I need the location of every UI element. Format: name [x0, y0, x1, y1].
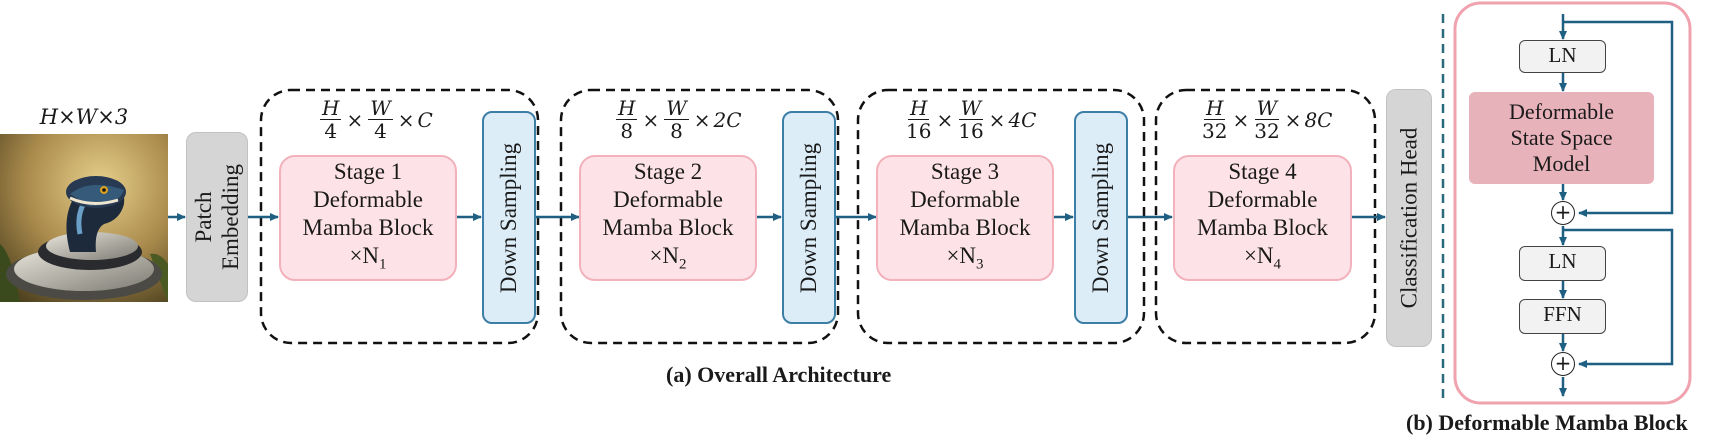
stage1-line2: Deformable: [313, 186, 423, 212]
block-ffn: FFN: [1519, 299, 1606, 334]
dssm-line3: Model: [1532, 151, 1591, 176]
stage4-block: Stage 4 Deformable Mamba Block ×N4: [1173, 155, 1352, 281]
patch-embedding-label-line2: Embedding: [218, 163, 243, 271]
down-sampling-1-label: Down Sampling: [496, 142, 521, 293]
stage3-frame: [856, 88, 1146, 345]
dssm-line1: Deformable: [1508, 99, 1615, 124]
patch-embedding-label-line1: Patch: [191, 191, 216, 243]
down-sampling-3: Down Sampling: [1074, 111, 1128, 324]
stage1-line3: Mamba Block: [302, 214, 434, 240]
residual-connection-2: [1563, 228, 1674, 368]
dssm-line2: State Space: [1510, 125, 1613, 150]
residual-connection-1: [1563, 20, 1674, 217]
down-sampling-1: Down Sampling: [482, 111, 536, 324]
stage3-line3: Mamba Block: [899, 214, 1031, 240]
stage3-repeat: ×N3: [946, 242, 984, 273]
down-sampling-2: Down Sampling: [782, 111, 836, 324]
block-detail-frame: [1453, 1, 1692, 405]
residual-add-2: +: [1551, 352, 1575, 376]
residual-add-1: +: [1551, 201, 1575, 225]
block-ln-2: LN: [1519, 246, 1606, 281]
caption-deformable-mamba-block: (b) Deformable Mamba Block: [1406, 410, 1688, 435]
classification-head-block: Classification Head: [1386, 89, 1432, 347]
stage3-line2: Deformable: [910, 186, 1020, 212]
classification-head-label: Classification Head: [1396, 127, 1422, 309]
stage2-block: Stage 2 Deformable Mamba Block ×N2: [579, 155, 757, 281]
down-sampling-2-label: Down Sampling: [796, 142, 821, 293]
input-dims-label: H×W×3: [39, 105, 129, 129]
stage2-repeat: ×N2: [649, 242, 687, 273]
stage3-block: Stage 3 Deformable Mamba Block ×N3: [876, 155, 1054, 281]
stage4-title: Stage 4: [1228, 158, 1297, 184]
input-image: [0, 134, 168, 302]
stage2-line2: Deformable: [613, 186, 723, 212]
down-sampling-3-label: Down Sampling: [1088, 142, 1113, 293]
block-deformable-ssm: Deformable State Space Model: [1469, 92, 1654, 184]
stage2-line3: Mamba Block: [602, 214, 734, 240]
stage4-line2: Deformable: [1207, 186, 1318, 212]
block-ln-1: LN: [1519, 40, 1606, 73]
stage1-repeat: ×N1: [349, 242, 387, 273]
block-detail-arrows: [1559, 14, 1674, 397]
stage3-title: Stage 3: [930, 158, 1000, 184]
stage2-title: Stage 2: [633, 158, 703, 184]
caption-overall-architecture: (a) Overall Architecture: [666, 362, 892, 387]
stage4-repeat: ×N4: [1243, 242, 1282, 273]
stage1-block: Stage 1 Deformable Mamba Block ×N1: [279, 155, 457, 281]
stage4-line3: Mamba Block: [1197, 214, 1328, 240]
stage1-title: Stage 1: [333, 158, 403, 184]
